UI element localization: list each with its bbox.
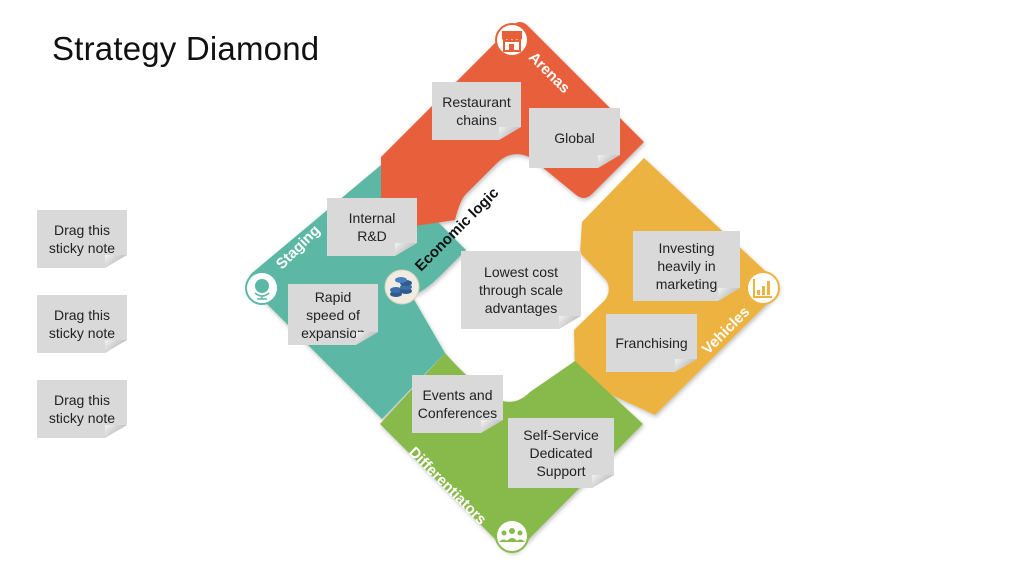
sticky-note-self-service-support[interactable]: Self-Service Dedicated Support: [508, 418, 614, 488]
sticky-note-global[interactable]: Global: [529, 108, 620, 168]
people-icon: [495, 519, 529, 553]
sticky-note-lowest-cost[interactable]: Lowest cost through scale advantages: [461, 251, 581, 329]
sticky-note-franchising[interactable]: Franchising: [606, 314, 697, 372]
sticky-note-events-conferences[interactable]: Events and Conferences: [412, 375, 503, 433]
drag-sticky-note-1[interactable]: Drag this sticky note: [37, 210, 127, 268]
globe-icon: [245, 271, 279, 305]
sticky-note-investing-marketing[interactable]: Investing heavily in marketing: [633, 231, 740, 301]
drag-sticky-note-2[interactable]: Drag this sticky note: [37, 295, 127, 353]
sticky-note-internal-rd[interactable]: Internal R&D: [327, 198, 417, 256]
bar-chart-icon: [746, 271, 780, 305]
drag-sticky-note-3[interactable]: Drag this sticky note: [37, 380, 127, 438]
coins-icon: [384, 269, 420, 305]
storefront-icon: [495, 23, 529, 57]
sticky-note-restaurant-chains[interactable]: Restaurant chains: [432, 82, 521, 140]
page-title: Strategy Diamond: [52, 30, 320, 67]
sticky-note-rapid-expansion[interactable]: Rapid speed of expansion: [288, 284, 378, 345]
